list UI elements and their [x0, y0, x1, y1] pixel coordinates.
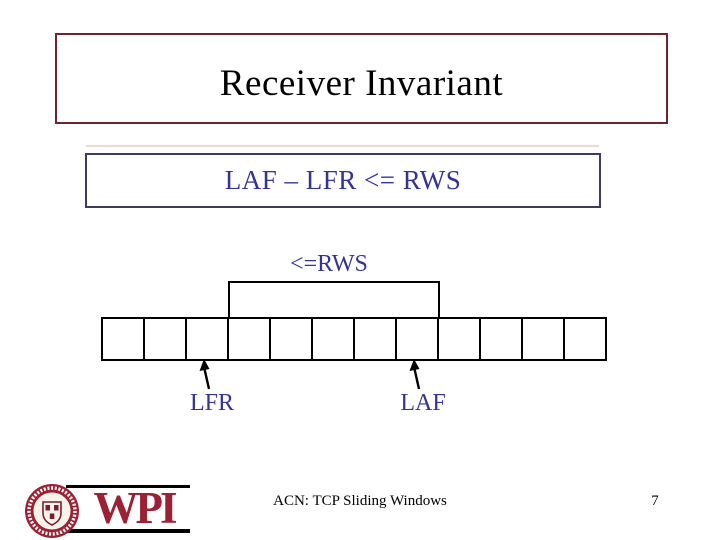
window-cell — [353, 319, 395, 359]
title-box: Receiver Invariant — [55, 33, 668, 124]
slide-page-number: 7 — [651, 493, 659, 509]
window-cell — [185, 319, 227, 359]
footer-title: ACN: TCP Sliding Windows — [273, 493, 447, 509]
sequence-window-row — [101, 317, 607, 361]
wpi-logo-text: WPI — [93, 483, 178, 533]
window-cell — [143, 319, 185, 359]
slide-title: Receiver Invariant — [219, 63, 504, 104]
window-cell — [103, 319, 143, 359]
window-cell — [437, 319, 479, 359]
lfr-pointer-label: LFR — [189, 390, 234, 416]
logo-top-rule — [66, 485, 190, 488]
wpi-seal-icon — [25, 484, 79, 538]
window-cell — [311, 319, 353, 359]
lfr-up-arrow-icon — [199, 359, 211, 390]
placeholder-top-line — [86, 145, 599, 147]
window-cell — [395, 319, 437, 359]
laf-up-arrow-icon — [409, 359, 421, 390]
invariant-formula: LAF – LFR <= RWS — [224, 165, 462, 195]
wpi-logo: WPI — [20, 478, 190, 540]
rws-window-bracket — [228, 281, 440, 319]
logo-bottom-rule — [66, 529, 190, 533]
window-cell — [521, 319, 563, 359]
window-cell — [227, 319, 269, 359]
window-cell — [563, 319, 605, 359]
window-cell — [269, 319, 311, 359]
rws-bracket-label: <=RWS — [290, 251, 368, 277]
formula-box: LAF – LFR <= RWS — [85, 153, 601, 208]
laf-pointer-label: LAF — [400, 390, 446, 416]
window-cell — [479, 319, 521, 359]
